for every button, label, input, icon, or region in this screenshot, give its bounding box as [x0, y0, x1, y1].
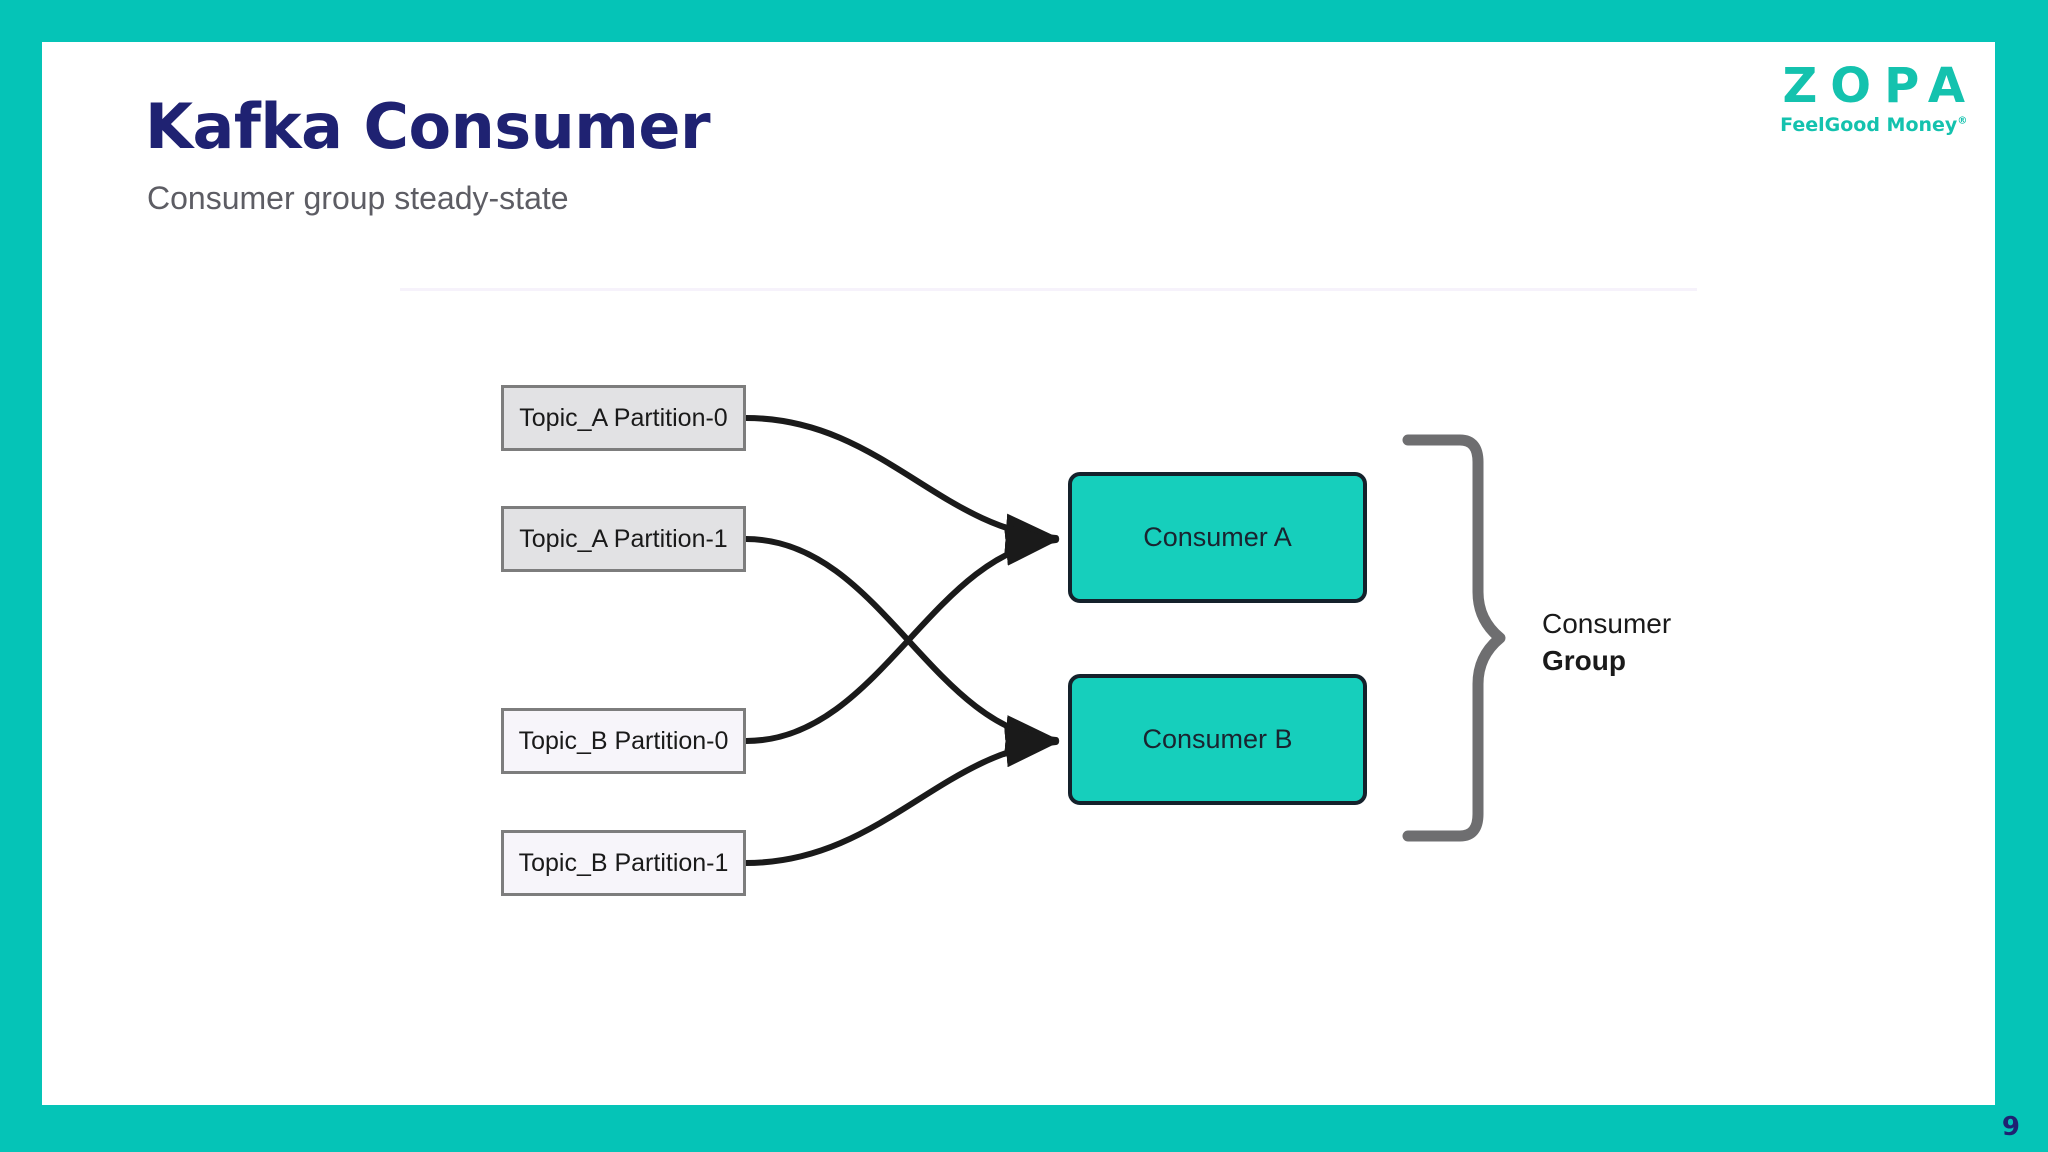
consumer-group-brace [1402, 434, 1506, 842]
consumer-box-b[interactable]: Consumer B [1068, 674, 1367, 805]
connector-topic-a-1-to-consumer-b [743, 536, 1060, 757]
connector-topic-b-1-to-consumer-b [743, 725, 1060, 866]
slide-canvas [42, 42, 1995, 1105]
consumer-box-a[interactable]: Consumer A [1068, 472, 1367, 603]
page-title: Kafka Consumer [145, 90, 711, 163]
brand-tagline: FeelGood Money® [1769, 116, 1978, 135]
registered-trademark-icon: ® [1957, 115, 1968, 127]
consumer-group-label-line-2: Group [1542, 644, 1626, 676]
brand-wordmark: ZOPA [1782, 58, 1978, 114]
connector-topic-b-0-to-consumer-a [743, 523, 1060, 744]
consumer-group-label: Consumer Group [1542, 606, 1671, 680]
zopa-logo: ZOPA FeelGood Money® [1769, 62, 1978, 135]
partition-box-topic-a-1[interactable]: Topic_A Partition-1 [501, 506, 746, 572]
partition-box-topic-b-1[interactable]: Topic_B Partition-1 [501, 830, 746, 896]
page-number: 9 [2001, 1112, 2020, 1142]
brand-tagline-text: FeelGood Money [1780, 114, 1958, 136]
partition-box-topic-a-0[interactable]: Topic_A Partition-0 [501, 385, 746, 451]
partition-box-topic-b-0[interactable]: Topic_B Partition-0 [501, 708, 746, 774]
header-divider [400, 288, 1697, 291]
consumer-group-label-line-1: Consumer [1542, 608, 1672, 639]
page-subtitle: Consumer group steady-state [147, 180, 569, 216]
connector-topic-a-0-to-consumer-a [743, 415, 1060, 556]
